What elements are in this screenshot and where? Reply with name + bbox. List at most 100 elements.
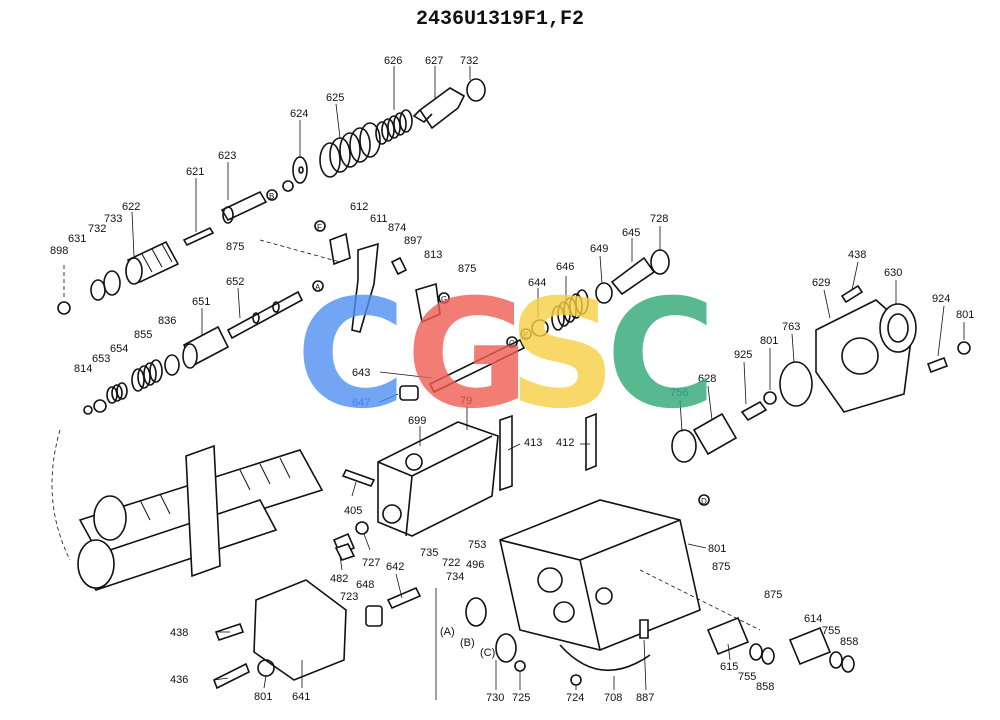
- callout-887: 887: [636, 692, 654, 704]
- callout-813: 813: [424, 249, 442, 261]
- callout-622: 622: [122, 201, 140, 213]
- callout-724: 724: [566, 692, 584, 704]
- valve-block-upper: [332, 412, 597, 556]
- callout-925: 925: [734, 349, 752, 361]
- callout-412: 412: [556, 437, 574, 449]
- callout-855: 855: [134, 329, 152, 341]
- callout-732: 732: [460, 55, 478, 67]
- assembled-valve-view: [51, 429, 324, 591]
- callout-756: 756: [670, 387, 688, 399]
- callout-708: 708: [604, 692, 622, 704]
- callout-405: 405: [344, 505, 362, 517]
- callout-646: 646: [556, 261, 574, 273]
- marker-b-paren: (B): [460, 637, 475, 649]
- watermark-letter-3: S: [508, 268, 616, 442]
- callout-624: 624: [290, 108, 308, 120]
- callout-614: 614: [804, 613, 822, 625]
- callout-755-right: 755: [822, 625, 840, 637]
- marker-f: F: [317, 223, 322, 232]
- callout-643: 643: [352, 367, 370, 379]
- callout-875-c: 875: [712, 561, 730, 573]
- callout-733: 733: [104, 213, 122, 225]
- callout-623: 623: [218, 150, 236, 162]
- callout-875-a: 875: [226, 241, 244, 253]
- callout-629: 629: [812, 277, 830, 289]
- callout-631: 631: [68, 233, 86, 245]
- callout-642: 642: [386, 561, 404, 573]
- callout-801-mid: 801: [760, 335, 778, 347]
- callout-858-right: 858: [840, 636, 858, 648]
- callout-413: 413: [524, 437, 542, 449]
- callout-654: 654: [110, 343, 128, 355]
- marker-b: B: [269, 192, 274, 201]
- callout-621: 621: [186, 166, 204, 178]
- right-cover-assembly: [671, 284, 971, 463]
- callout-652: 652: [226, 276, 244, 288]
- callout-628: 628: [698, 373, 716, 385]
- callout-801-right: 801: [956, 309, 974, 321]
- lower-right-plugs: [639, 569, 855, 673]
- marker-a-paren: (A): [440, 626, 455, 638]
- callout-727: 727: [362, 557, 380, 569]
- lever-parts: [259, 232, 441, 333]
- marker-d: D: [701, 497, 707, 506]
- lower-left-cover: [212, 543, 422, 690]
- marker-g: G: [441, 295, 447, 304]
- callout-648: 648: [356, 579, 374, 591]
- callout-763: 763: [782, 321, 800, 333]
- callout-611: 611: [370, 213, 388, 225]
- callout-734: 734: [446, 571, 464, 583]
- marker-c-paren: (C): [480, 647, 495, 659]
- callout-482: 482: [330, 573, 348, 585]
- watermark-letter-4: C: [606, 268, 716, 442]
- callout-615: 615: [720, 661, 738, 673]
- reference-markers: B A C E F G D (A) (B) (C): [266, 189, 710, 659]
- callout-641: 641: [292, 691, 310, 703]
- cgsc-watermark: C G S C: [296, 268, 716, 442]
- callout-647: 647: [352, 397, 370, 409]
- callout-836: 836: [158, 315, 176, 327]
- callout-730: 730: [486, 692, 504, 704]
- marker-a: A: [315, 283, 321, 292]
- callout-645: 645: [622, 227, 640, 239]
- callout-801-bottom: 801: [254, 691, 272, 703]
- callout-897: 897: [404, 235, 422, 247]
- callout-801-body: 801: [708, 543, 726, 555]
- callout-924: 924: [932, 293, 950, 305]
- part-callouts: 626 627 732 625 624 623 621 622 733 732 …: [50, 55, 974, 704]
- callout-649: 649: [590, 243, 608, 255]
- callout-627: 627: [425, 55, 443, 67]
- valve-body-lower: [465, 499, 701, 686]
- leader-lines: [131, 66, 965, 700]
- callout-728: 728: [650, 213, 668, 225]
- right-spool-assembly: [399, 249, 670, 401]
- marker-e: E: [523, 331, 528, 340]
- callout-612: 612: [350, 201, 368, 213]
- callout-699: 699: [408, 415, 426, 427]
- callout-875-d: 875: [764, 589, 782, 601]
- callout-626: 626: [384, 55, 402, 67]
- callout-755-left: 755: [738, 671, 756, 683]
- callout-875-b: 875: [458, 263, 476, 275]
- callout-438-top: 438: [848, 249, 866, 261]
- upper-spool-assembly: [57, 78, 486, 315]
- callout-625: 625: [326, 92, 344, 104]
- callout-436: 436: [170, 674, 188, 686]
- middle-spool-assembly: [83, 290, 304, 415]
- diagram-title: 2436U1319F1,F2: [415, 8, 585, 31]
- watermark-letter-1: C: [296, 268, 406, 442]
- callout-496: 496: [466, 559, 484, 571]
- callout-858-left: 858: [756, 681, 774, 693]
- callout-732-left: 732: [88, 223, 106, 235]
- callout-874: 874: [388, 222, 406, 234]
- callout-898: 898: [50, 245, 68, 257]
- callout-651: 651: [192, 296, 210, 308]
- marker-c: C: [509, 339, 515, 348]
- watermark-letter-2: G: [406, 268, 529, 442]
- callout-79: 79: [460, 395, 472, 407]
- callout-722: 722: [442, 557, 460, 569]
- callout-735: 735: [420, 547, 438, 559]
- callout-814: 814: [74, 363, 92, 375]
- callout-630: 630: [884, 267, 902, 279]
